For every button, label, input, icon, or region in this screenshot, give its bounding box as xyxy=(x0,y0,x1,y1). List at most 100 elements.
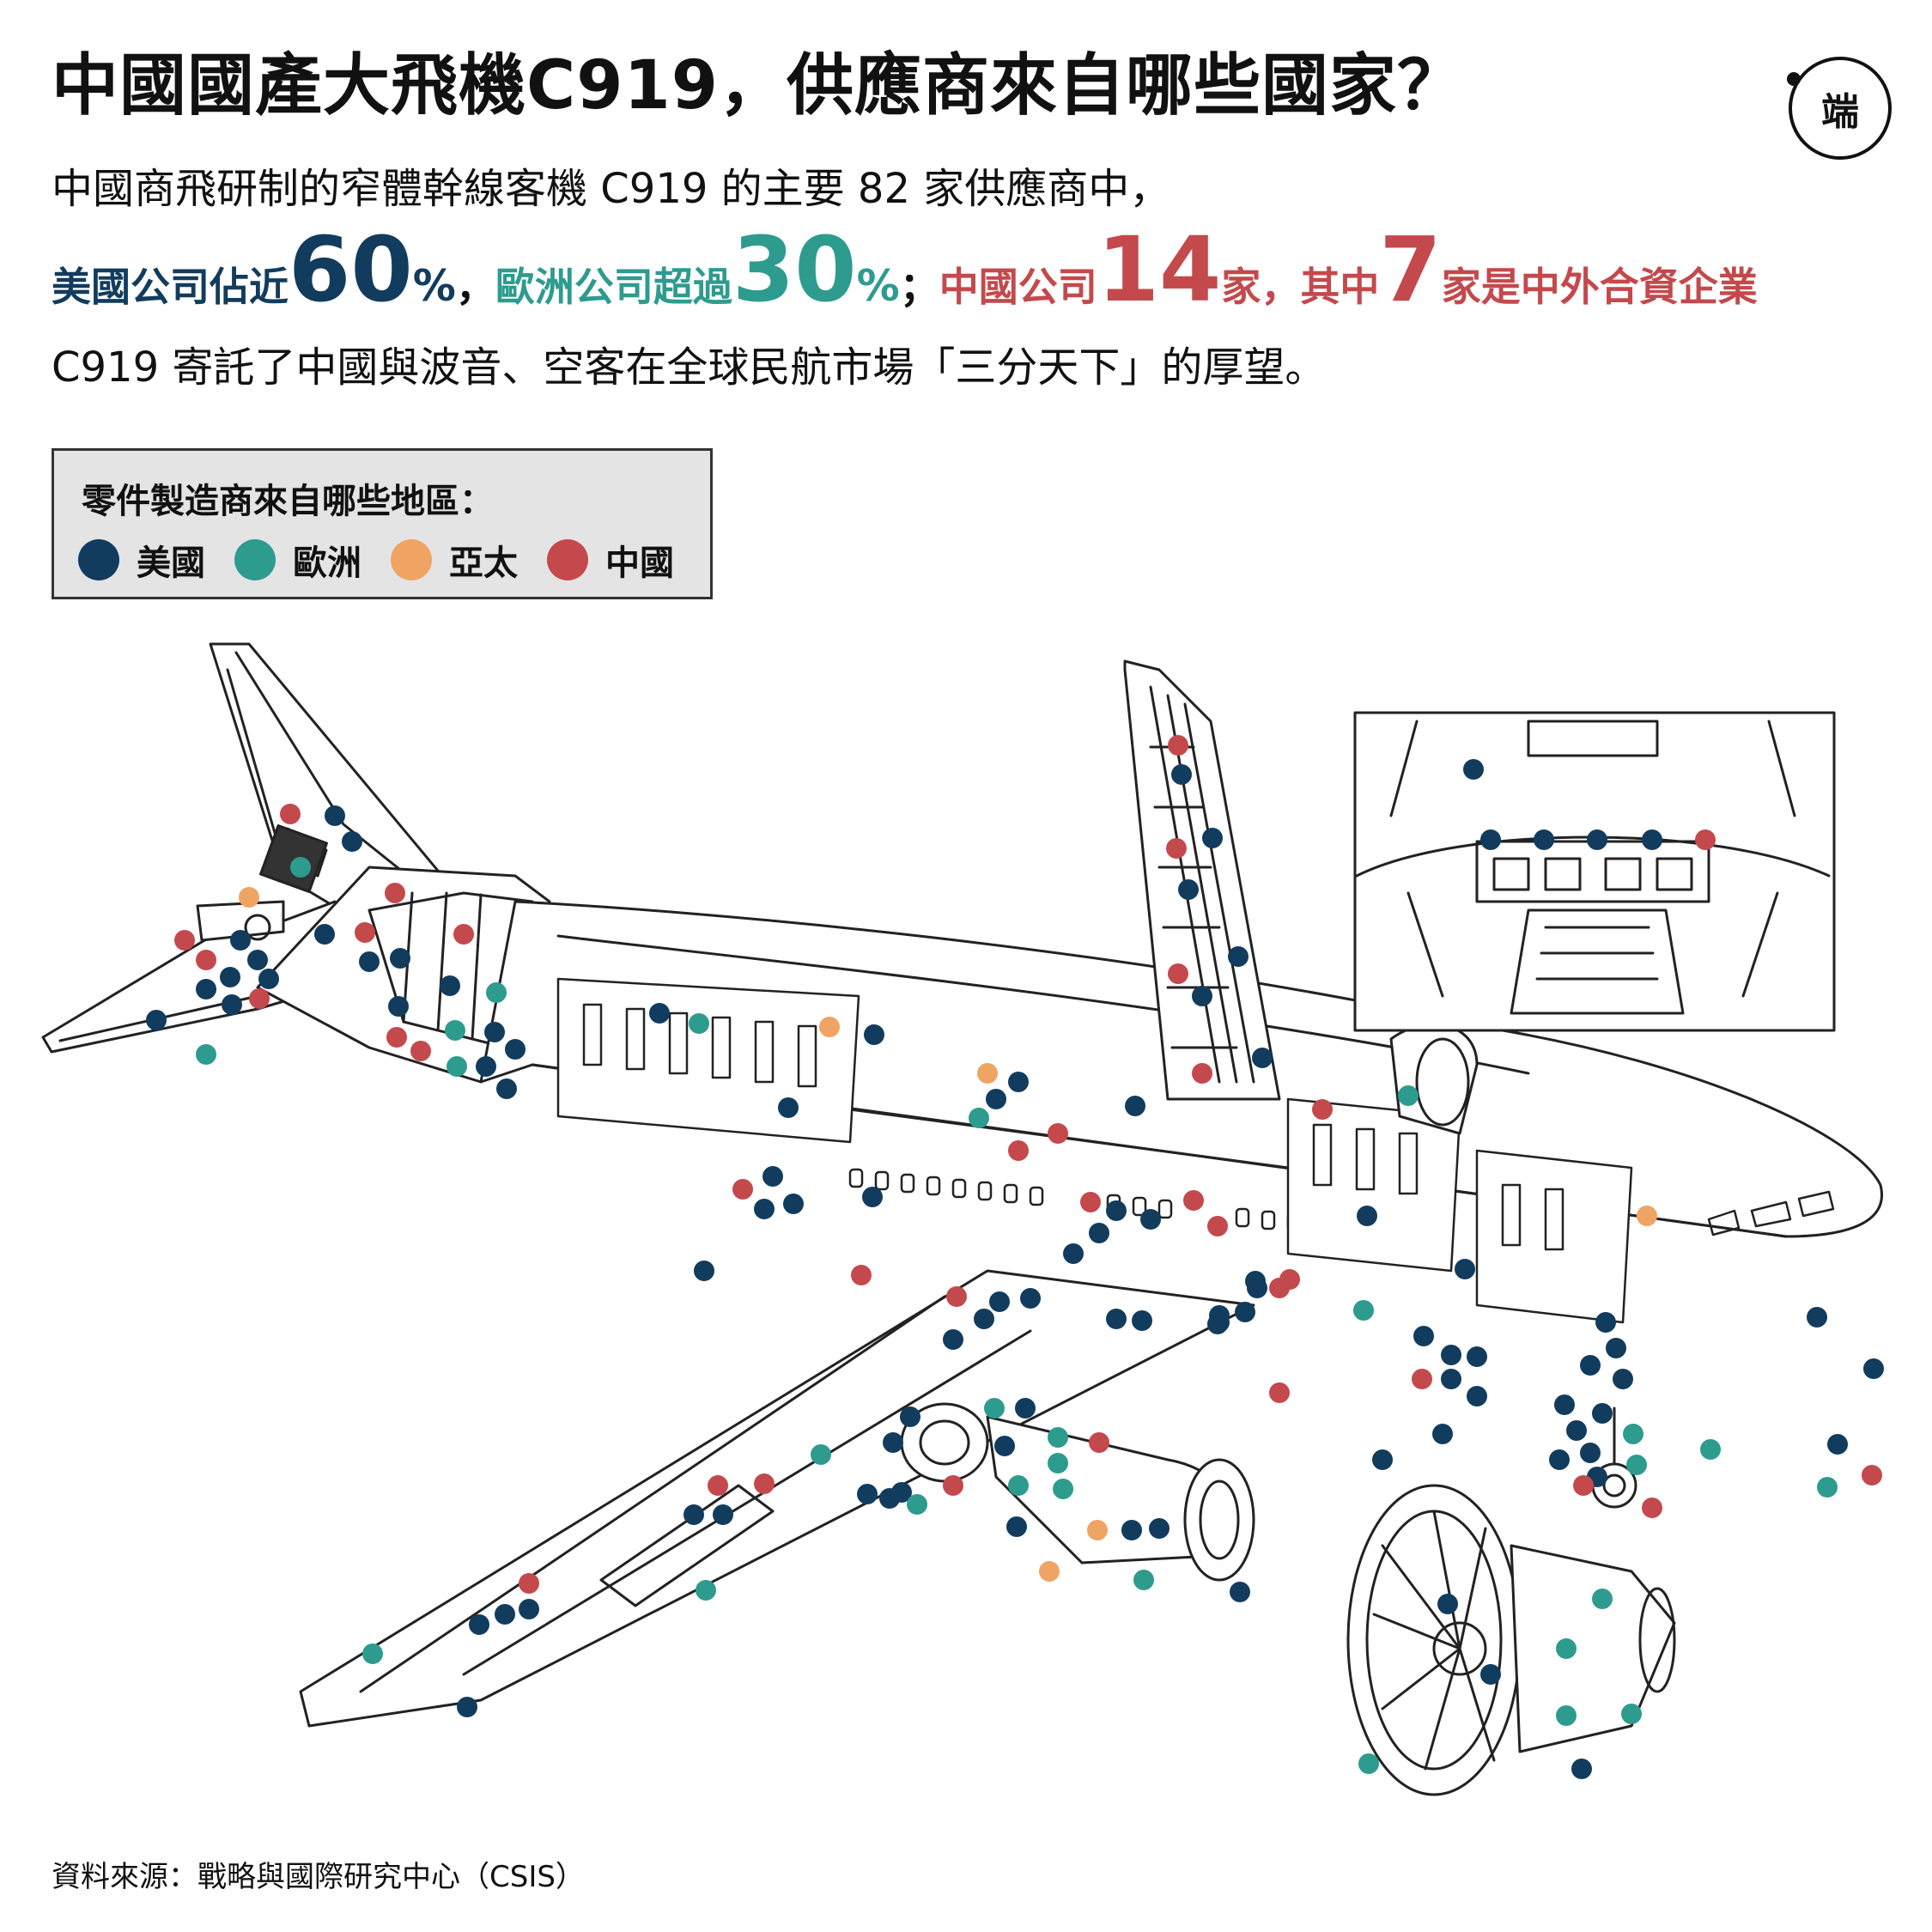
marker-eu xyxy=(696,1580,716,1601)
marker-us xyxy=(762,1166,783,1187)
marker-us xyxy=(495,1604,515,1625)
marker-cn xyxy=(386,1027,407,1048)
marker-us xyxy=(1372,1449,1393,1470)
marker-us xyxy=(230,930,251,951)
marker-us xyxy=(1642,829,1662,850)
source-note: 資料來源：戰略與國際研究中心（CSIS） xyxy=(52,1860,585,1894)
marker-us xyxy=(1106,1200,1127,1221)
marker-us xyxy=(879,1488,900,1509)
marker-us xyxy=(342,831,362,852)
marker-us xyxy=(1595,1312,1616,1333)
legend-item-eu: 歐洲 xyxy=(234,535,361,585)
legend-label: 中國 xyxy=(605,544,674,583)
legend-item-cn: 中國 xyxy=(547,535,674,585)
marker-us xyxy=(778,1097,799,1118)
logo-glyph: 端 xyxy=(1821,90,1859,134)
marker-cn xyxy=(174,930,195,951)
cockpit-inset xyxy=(1353,711,1836,1032)
marker-us xyxy=(1549,1449,1570,1470)
marker-us xyxy=(1534,829,1554,850)
marker-eu xyxy=(1592,1589,1613,1609)
marker-eu xyxy=(811,1444,831,1465)
aircraft-diagram xyxy=(41,642,1884,1796)
marker-us xyxy=(440,975,460,996)
marker-us xyxy=(484,1022,505,1042)
marker-us xyxy=(1463,759,1484,780)
marker-eu xyxy=(362,1643,383,1664)
cn-unit: 家 xyxy=(1221,264,1261,310)
marker-us xyxy=(883,1432,903,1453)
marker-us xyxy=(222,994,242,1015)
marker-us xyxy=(196,979,216,999)
marker-us xyxy=(1480,1664,1501,1685)
marker-ap xyxy=(1039,1561,1060,1582)
marker-eu xyxy=(984,1398,1005,1419)
marker-us xyxy=(258,969,279,989)
marker-us xyxy=(146,1010,167,1030)
jv-value: 7 xyxy=(1379,217,1442,322)
legend-label: 美國 xyxy=(137,544,205,583)
marker-eu xyxy=(689,1013,709,1034)
marker-ap xyxy=(977,1063,998,1084)
cn-value: 14 xyxy=(1097,217,1222,322)
brand-logo: 端 xyxy=(1787,57,1892,160)
marker-us xyxy=(1015,1398,1036,1419)
marker-cn xyxy=(1183,1190,1204,1211)
legend-title: 零件製造商來自哪些地區： xyxy=(82,482,494,521)
marker-us xyxy=(1171,764,1192,785)
marker-cn xyxy=(943,1475,963,1496)
marker-us xyxy=(649,1003,670,1024)
marker-eu xyxy=(445,1020,465,1041)
us-label: 美國公司佔近 xyxy=(52,264,289,310)
marker-us xyxy=(388,996,409,1017)
marker-cn xyxy=(355,922,375,943)
marker-cn xyxy=(1269,1382,1290,1403)
marker-eu xyxy=(1048,1453,1068,1473)
marker-us xyxy=(1580,1355,1601,1376)
marker-us xyxy=(457,1697,477,1717)
logo-dot xyxy=(1787,72,1801,86)
marker-eu xyxy=(1358,1753,1379,1774)
marker-cn xyxy=(1279,1269,1300,1290)
marker-us xyxy=(694,1261,714,1281)
marker-cn xyxy=(732,1179,753,1200)
marker-us xyxy=(519,1599,539,1619)
marker-us xyxy=(1827,1434,1848,1455)
marker-us xyxy=(1441,1345,1461,1365)
marker-us xyxy=(1089,1223,1109,1243)
marker-us xyxy=(1192,986,1212,1006)
marker-eu xyxy=(1700,1439,1721,1460)
marker-us xyxy=(1613,1369,1633,1389)
us-value: 60 xyxy=(289,217,413,322)
marker-us xyxy=(1413,1326,1434,1346)
marker-cn xyxy=(1642,1498,1662,1518)
legend-box: 零件製造商來自哪些地區： 美國 歐洲 亞太 中國 xyxy=(52,448,713,599)
intro-text: 中國商飛研制的窄體幹線客機 C919 的主要 82 家供應商中， xyxy=(52,165,1171,213)
marker-eu xyxy=(1556,1705,1577,1726)
marker-us xyxy=(943,1329,963,1350)
marker-eu xyxy=(1621,1704,1642,1724)
marker-us xyxy=(1441,1369,1461,1389)
marker-eu xyxy=(1053,1479,1073,1499)
legend-dot-cn xyxy=(547,539,588,580)
eu-value: 30 xyxy=(732,217,857,322)
marker-cn xyxy=(410,1041,431,1061)
marker-eu xyxy=(1623,1424,1643,1444)
marker-cn xyxy=(385,883,405,903)
marker-us xyxy=(1455,1259,1475,1279)
outro-text: C919 寄託了中國與波音、空客在全球民航市場「三分天下」的厚望。 xyxy=(52,343,1327,392)
marker-us xyxy=(1063,1243,1084,1264)
marker-us xyxy=(1202,828,1223,848)
legend-dot-ap xyxy=(391,539,432,580)
marker-us xyxy=(1235,1302,1255,1322)
marker-us xyxy=(974,1309,994,1329)
marker-us xyxy=(994,1436,1015,1456)
marker-us xyxy=(783,1194,804,1214)
marker-eu xyxy=(907,1494,927,1515)
legend-dot-us xyxy=(78,539,119,580)
marker-ap xyxy=(1637,1206,1657,1226)
marker-us xyxy=(1554,1394,1575,1415)
marker-us xyxy=(220,967,240,987)
marker-us xyxy=(713,1504,733,1525)
marker-cn xyxy=(519,1573,539,1594)
